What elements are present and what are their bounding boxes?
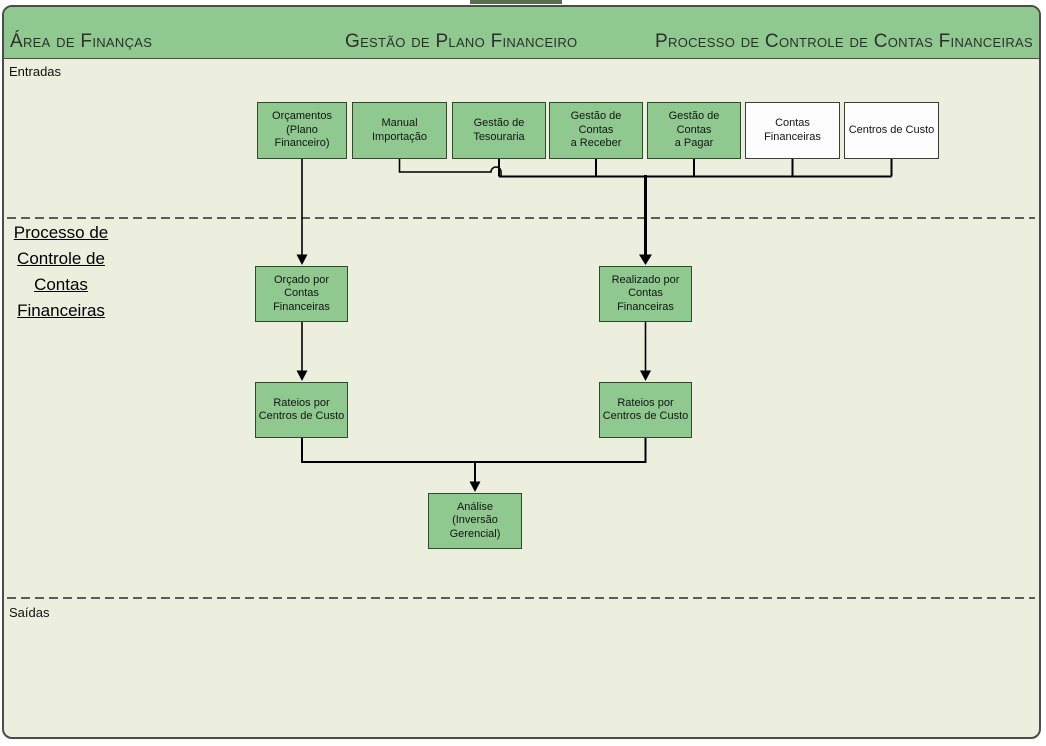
connector-manual-bus-hop [398, 159, 644, 178]
outputs-section-label: Saídas [9, 605, 50, 620]
arrowhead-rateios-direita [640, 370, 651, 381]
input-box-contas-a-pagar: Gestão de Contas a Pagar [647, 102, 741, 159]
header-group-title: Gestão de Plano Financeiro [345, 31, 578, 52]
process-box-orcado: Orçado por Contas Financeiras [255, 266, 348, 322]
input-box-gestao-tesouraria: Gestão de Tesouraria [452, 102, 546, 159]
diagram-header-bar: Área de Finanças Gestão de Plano Finance… [4, 7, 1039, 59]
header-area-title: Área de Finanças [10, 31, 153, 52]
process-box-rateios-esquerda: Rateios por Centros de Custo [255, 382, 348, 438]
inputs-section-label: Entradas [9, 64, 62, 79]
header-process-title: Processo de Controle de Contas Financeir… [655, 31, 1033, 52]
process-box-rateios-direita: Rateios por Centros de Custo [599, 382, 692, 438]
arrowhead-realizado [639, 254, 652, 265]
input-box-orcamentos: Orçamentos (Plano Financeiro) [257, 102, 347, 159]
input-box-contas-financeiras: Contas Financeiras [745, 102, 840, 159]
arrowhead-orcado [296, 254, 308, 265]
connector-input-bus [498, 159, 893, 178]
process-box-realizado: Realizado por Contas Financeiras [599, 266, 692, 322]
input-box-manual-importacao: Manual Importação [352, 102, 447, 159]
input-box-centros-de-custo: Centros de Custo [844, 102, 939, 159]
top-tab-remnant [470, 0, 562, 4]
connector-rateios-merge [301, 438, 647, 463]
input-box-contas-a-receber: Gestão de Contas a Receber [549, 102, 643, 159]
arrowhead-analise [469, 481, 481, 492]
diagram-frame: Área de Finanças Gestão de Plano Finance… [2, 5, 1041, 739]
arrowhead-rateios-esquerda [296, 370, 308, 381]
process-box-analise: Análise (Inversão Gerencial) [428, 493, 522, 549]
process-section-label: Processo de Controle de Contas Financeir… [13, 223, 109, 320]
